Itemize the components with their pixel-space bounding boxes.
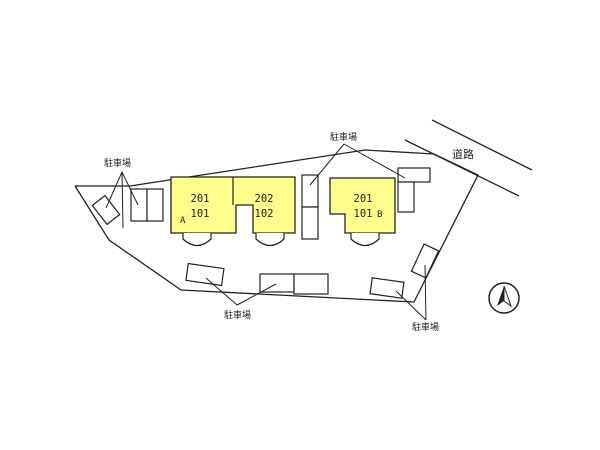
north-arrow-icon <box>488 282 520 314</box>
parking-bottom-right <box>369 243 440 299</box>
parking-top-center-label: 駐車場 <box>330 131 357 143</box>
parking-bottom-right-leaders <box>395 264 427 321</box>
unit-b1-lower: 101 <box>354 208 373 220</box>
parking-space <box>259 273 295 293</box>
parking-space <box>185 262 225 287</box>
unit-a2-upper: 202 <box>255 193 274 205</box>
parking-bottom-right-label: 駐車場 <box>412 321 439 333</box>
parking-top-center <box>301 167 431 240</box>
road-edge-upper <box>431 119 533 171</box>
parking-top-left <box>91 188 164 226</box>
parking-space <box>130 188 148 222</box>
parking-top-left-label: 駐車場 <box>104 157 131 169</box>
parking-bottom-center-leaders <box>205 277 277 306</box>
balcony <box>350 233 380 247</box>
parking-space <box>397 181 415 213</box>
parking-space <box>397 167 431 183</box>
parking-space <box>301 206 319 240</box>
parking-top-left-leaders <box>105 171 139 229</box>
balcony <box>182 233 212 247</box>
parking-space <box>146 188 164 222</box>
unit-a1-lower: 101 <box>191 208 210 220</box>
building-b: 201 101 B <box>329 177 396 247</box>
parking-space <box>369 277 405 299</box>
road-label: 道路 <box>452 147 474 161</box>
property-boundary <box>74 149 479 303</box>
building-a: 201 101 202 102 A <box>170 176 296 247</box>
balcony <box>255 233 285 247</box>
parking-space <box>91 194 121 226</box>
parking-space <box>301 174 319 208</box>
building-b-tag: B <box>377 210 382 220</box>
unit-a2-lower: 102 <box>255 208 274 220</box>
unit-b1-upper: 201 <box>354 193 373 205</box>
building-b-outline <box>329 177 396 234</box>
unit-a1-upper: 201 <box>191 193 210 205</box>
parking-top-center-leaders <box>309 143 406 186</box>
parking-bottom-center-label: 駐車場 <box>224 309 251 321</box>
building-a-tag: A <box>180 216 186 226</box>
parking-space <box>293 273 329 295</box>
parking-space <box>410 243 440 279</box>
